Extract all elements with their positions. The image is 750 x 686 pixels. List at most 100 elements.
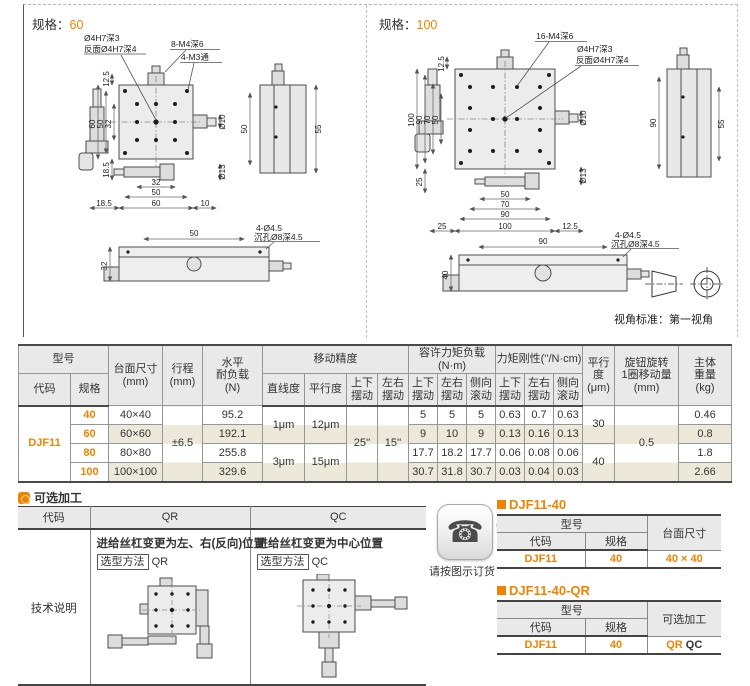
cell-moment-ud: 9 bbox=[408, 424, 438, 445]
table-row: 技术说明 进给丝杠变更为左、右(反向)位置 选型方法 QR bbox=[18, 528, 426, 685]
mini-table-1: 型号 台面尺寸 代码 规格 DJF11 40 40 × 40 bbox=[497, 514, 721, 569]
th-table-size: 台面尺寸 bbox=[646, 514, 721, 551]
optional-machining-title: 可选加工 bbox=[18, 489, 82, 506]
cell-travel: ±6.5 bbox=[162, 405, 203, 483]
dim-label: 60 bbox=[88, 119, 97, 128]
cell-parallelism: 15μm bbox=[304, 443, 347, 483]
dim-label: 12.5 bbox=[562, 222, 578, 231]
cell-weight: 0.8 bbox=[678, 424, 733, 445]
cell-moment-lr: 5 bbox=[437, 405, 467, 426]
dim-label: 60 bbox=[152, 199, 161, 208]
mini-table-1-title: DJF11-40 bbox=[497, 497, 566, 512]
th-pitch: 上下 摆动 bbox=[346, 373, 378, 407]
cell-rigid-roll: 0.03 bbox=[552, 462, 584, 483]
cell-size: 80×80 bbox=[108, 443, 163, 464]
cell-optional: QR QC bbox=[646, 635, 721, 655]
opt-qc-value: QC bbox=[685, 638, 703, 651]
th-model: 型号 bbox=[497, 600, 648, 619]
qr-option-drawing bbox=[107, 577, 213, 658]
th-moment-load: 容许力矩负载(N·m) bbox=[408, 344, 496, 375]
dim-label: 100 bbox=[407, 113, 416, 127]
optional-machining-table: 代码 QR QC 技术说明 进给丝杠变更为左、右(反向)位置 选型方法 QR bbox=[18, 506, 426, 686]
th-table-size: 台面尺寸 (mm) bbox=[108, 344, 163, 407]
th-yaw: 左右 摆动 bbox=[437, 373, 467, 407]
cell-size: 40 × 40 bbox=[646, 549, 721, 569]
dim-label: 18.5 bbox=[102, 162, 111, 178]
th-straightness: 直线度 bbox=[262, 373, 305, 407]
dim-label: Ø10 bbox=[579, 110, 588, 126]
cell-size: 100×100 bbox=[108, 462, 163, 483]
cell-parallelism: 12μm bbox=[304, 405, 347, 445]
spec100-panel: 规格：100 bbox=[367, 5, 739, 338]
cell-qc: 进给丝杠变更为中心位置 选型方法 QC bbox=[249, 528, 426, 685]
opt-qr-value: QR bbox=[666, 638, 683, 651]
drawing-section: 规格：60 bbox=[23, 4, 739, 338]
method-box: 选型方法 bbox=[96, 553, 149, 570]
th-knob-turn: 旋钮旋转 1圈移动量 (mm) bbox=[614, 344, 680, 407]
cell-parallel-um: 40 bbox=[582, 443, 616, 483]
dim-label: 8-M4深6 bbox=[171, 39, 204, 49]
cell-rigid-roll: 0.06 bbox=[552, 443, 584, 464]
qc-code-text: QC bbox=[311, 555, 329, 568]
projection-symbol bbox=[645, 267, 724, 301]
th-travel: 行程 (mm) bbox=[162, 344, 203, 407]
optional-title-text: 可选加工 bbox=[34, 491, 83, 505]
table-row: DJF11 40 QR QC bbox=[497, 635, 721, 655]
cell-moment-roll: 30.7 bbox=[466, 462, 496, 483]
dim-label: 12.5 bbox=[437, 56, 446, 72]
th-opt-qc: QC bbox=[249, 506, 426, 530]
th-opt-qr: QR bbox=[89, 506, 251, 530]
cell-qr: 进给丝杠变更为左、右(反向)位置 选型方法 QR bbox=[89, 528, 266, 685]
th-model: 型号 bbox=[18, 344, 109, 375]
dim-label: Ø4H7深3 bbox=[577, 44, 613, 54]
qc-method: 选型方法 QC bbox=[256, 553, 421, 570]
cell-size: 40×40 bbox=[108, 405, 163, 426]
cell-tech-note: 技术说明 bbox=[18, 528, 91, 685]
dim-label: 55 bbox=[314, 124, 323, 133]
cell-straightness: 3μm bbox=[262, 443, 305, 483]
dim-label: 10 bbox=[201, 199, 210, 208]
title-bullet-icon bbox=[497, 586, 506, 595]
th-yaw: 左右 摆动 bbox=[524, 373, 554, 407]
dim-label: 50 bbox=[501, 190, 510, 199]
cell-code: DJF11 bbox=[18, 405, 71, 483]
method-box: 选型方法 bbox=[256, 553, 309, 570]
spec-table: 型号 台面尺寸 (mm) 行程 (mm) 水平 耐负载 (N) 移动精度 容许力… bbox=[18, 344, 733, 483]
th-weight: 主体 重量 (kg) bbox=[678, 344, 733, 407]
cell-spec: 40 bbox=[584, 635, 648, 655]
dim-label: 32 bbox=[100, 261, 109, 270]
cell-size: 60×60 bbox=[108, 424, 163, 445]
cell-load: 329.6 bbox=[202, 462, 263, 483]
th-pitch: 上下 摆动 bbox=[495, 373, 525, 407]
order-phone-box: ☎ bbox=[437, 504, 493, 560]
cell-code: DJF11 bbox=[497, 635, 586, 655]
th-spec: 规格 bbox=[584, 618, 647, 637]
cell-moment-ud: 30.7 bbox=[408, 462, 438, 483]
spec60-panel: 规格：60 bbox=[24, 5, 366, 338]
cell-moment-ud: 5 bbox=[408, 405, 438, 426]
cell-load: 95.2 bbox=[202, 405, 263, 426]
cell-rigid-lr: 0.7 bbox=[524, 405, 554, 426]
cell-pitch: 25'' bbox=[346, 405, 378, 483]
cell-load: 192.1 bbox=[202, 424, 263, 445]
dim-label: 55 bbox=[717, 119, 726, 128]
cell-rigid-lr: 0.16 bbox=[524, 424, 554, 445]
cell-rigid-lr: 0.04 bbox=[524, 462, 554, 483]
cell-load: 255.8 bbox=[202, 443, 263, 464]
dim-label: 50 bbox=[190, 229, 199, 238]
th-parallelism: 平行度 bbox=[304, 373, 347, 407]
dim-label: 25 bbox=[438, 222, 447, 231]
dim-label: 32 bbox=[152, 178, 161, 187]
th-code: 代码 bbox=[18, 373, 71, 407]
cell-spec: 40 bbox=[584, 549, 648, 569]
qr-description: 进给丝杠变更为左、右(反向)位置 bbox=[96, 537, 266, 550]
th-pitch: 上下 摆动 bbox=[408, 373, 438, 407]
cell-rigid-ud: 0.63 bbox=[495, 405, 525, 426]
spec100-drawing: 16-M4深6 Ø4H7深3 反面Ø4H7深4 4-Ø4.5 沉孔Ø8深4.5 bbox=[407, 31, 726, 326]
section-divider bbox=[366, 5, 367, 338]
th-opt-code: 代码 bbox=[18, 506, 91, 530]
th-code: 代码 bbox=[497, 618, 586, 637]
qr-method: 选型方法 QR bbox=[96, 553, 244, 570]
dim-label: 反面Ø4H7深4 bbox=[576, 55, 629, 65]
